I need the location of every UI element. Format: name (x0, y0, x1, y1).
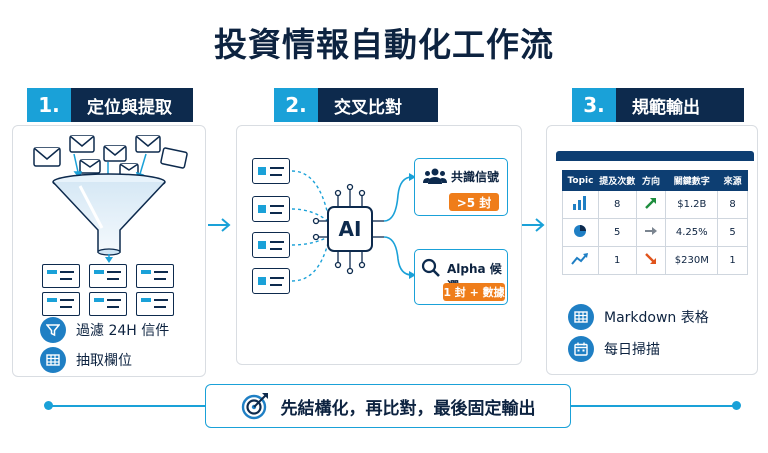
table-header: 關鍵數字 (665, 170, 719, 191)
step-3-header: 3. 規範輸出 (572, 88, 744, 122)
feature-text: 過濾 24H 信件 (76, 323, 170, 339)
structured-doc (136, 292, 174, 316)
summary-table: Topic 提及次數 方向 關鍵數字 來源 8 $1.2B 8 5 4.25% … (562, 170, 748, 275)
arrow-down-right-icon (645, 253, 656, 264)
table-row: 8 $1.2B 8 (562, 190, 748, 219)
funnel-icon (52, 173, 166, 260)
magnifier-icon (421, 258, 440, 277)
source-doc (252, 158, 290, 184)
bar-chart-icon (573, 196, 587, 210)
structured-doc (89, 264, 127, 288)
line-chart-icon (571, 253, 589, 265)
source-doc (252, 196, 290, 222)
timeline-dot (732, 401, 741, 410)
timeline-dot (44, 401, 53, 410)
step-number: 3. (572, 88, 616, 122)
ai-label: AI (338, 217, 362, 241)
target-icon (241, 393, 268, 420)
consensus-badge: >5 封 (449, 193, 499, 211)
table-icon (568, 304, 594, 330)
structured-doc (89, 292, 127, 316)
step-number: 1. (27, 88, 71, 122)
step-number: 2. (274, 88, 318, 122)
people-icon (423, 168, 447, 184)
table-header: 來源 (717, 170, 748, 191)
flow-arrow-icon (522, 218, 545, 232)
filter-icon (40, 317, 66, 343)
table-header: Topic (562, 170, 599, 191)
feature-markdown-table: Markdown 表格 (568, 304, 709, 330)
flow-arrow-icon (208, 218, 231, 232)
source-doc (252, 232, 290, 258)
pie-chart-icon (574, 225, 587, 237)
consensus-signal-box: 共識信號 >5 封 (414, 158, 508, 216)
step-label: 規範輸出 (616, 88, 744, 122)
key-number-cell: $230M (665, 246, 719, 275)
arrow-up-right-icon (645, 198, 656, 209)
feature-text: Markdown 表格 (604, 310, 709, 326)
summary-text: 先結構化，再比對，最後固定輸出 (280, 398, 536, 419)
feature-text: 抽取欄位 (76, 353, 132, 369)
count-cell: 1 (597, 246, 637, 275)
feature-daily-scan: 每日掃描 (568, 336, 660, 362)
table-row: 5 4.25% 5 (562, 218, 748, 247)
step-label: 定位與提取 (71, 88, 193, 122)
alpha-badge: 1 封 + 數據 (443, 283, 505, 301)
count-cell: 5 (597, 218, 637, 247)
step-1-header: 1. 定位與提取 (27, 88, 193, 122)
step-2-header: 2. 交叉比對 (274, 88, 438, 122)
key-number-cell: 4.25% (665, 218, 719, 247)
arrow-down-icon (105, 257, 113, 263)
envelopes-icon (33, 135, 188, 183)
table-header: 提及次數 (597, 170, 637, 191)
page-title: 投資情報自動化工作流 (214, 25, 554, 64)
feature-filter-24h: 過濾 24H 信件 (40, 317, 169, 343)
calendar-icon (568, 336, 594, 362)
step-label: 交叉比對 (318, 88, 438, 122)
source-cell: 8 (717, 190, 748, 219)
arrow-right-icon (644, 227, 657, 235)
table-icon (40, 347, 66, 373)
key-number-cell: $1.2B (665, 190, 719, 219)
source-cell: 1 (717, 246, 748, 275)
ai-chip-diagram (291, 170, 416, 282)
feature-extract-fields: 抽取欄位 (40, 347, 132, 373)
source-cell: 5 (717, 218, 748, 247)
alpha-candidate-box: Alpha 候選 1 封 + 數據 (414, 249, 508, 305)
count-cell: 8 (597, 190, 637, 219)
output-title: 共識信號 (451, 170, 500, 184)
source-doc (252, 268, 290, 294)
table-row: 1 $230M 1 (562, 246, 748, 275)
structured-doc (42, 264, 80, 288)
structured-doc (136, 264, 174, 288)
summary-box: 先結構化，再比對，最後固定輸出 (205, 384, 571, 428)
table-header: 方向 (635, 170, 667, 191)
feature-text: 每日掃描 (604, 342, 660, 358)
table-top-bar (556, 151, 754, 161)
structured-doc (42, 292, 80, 316)
